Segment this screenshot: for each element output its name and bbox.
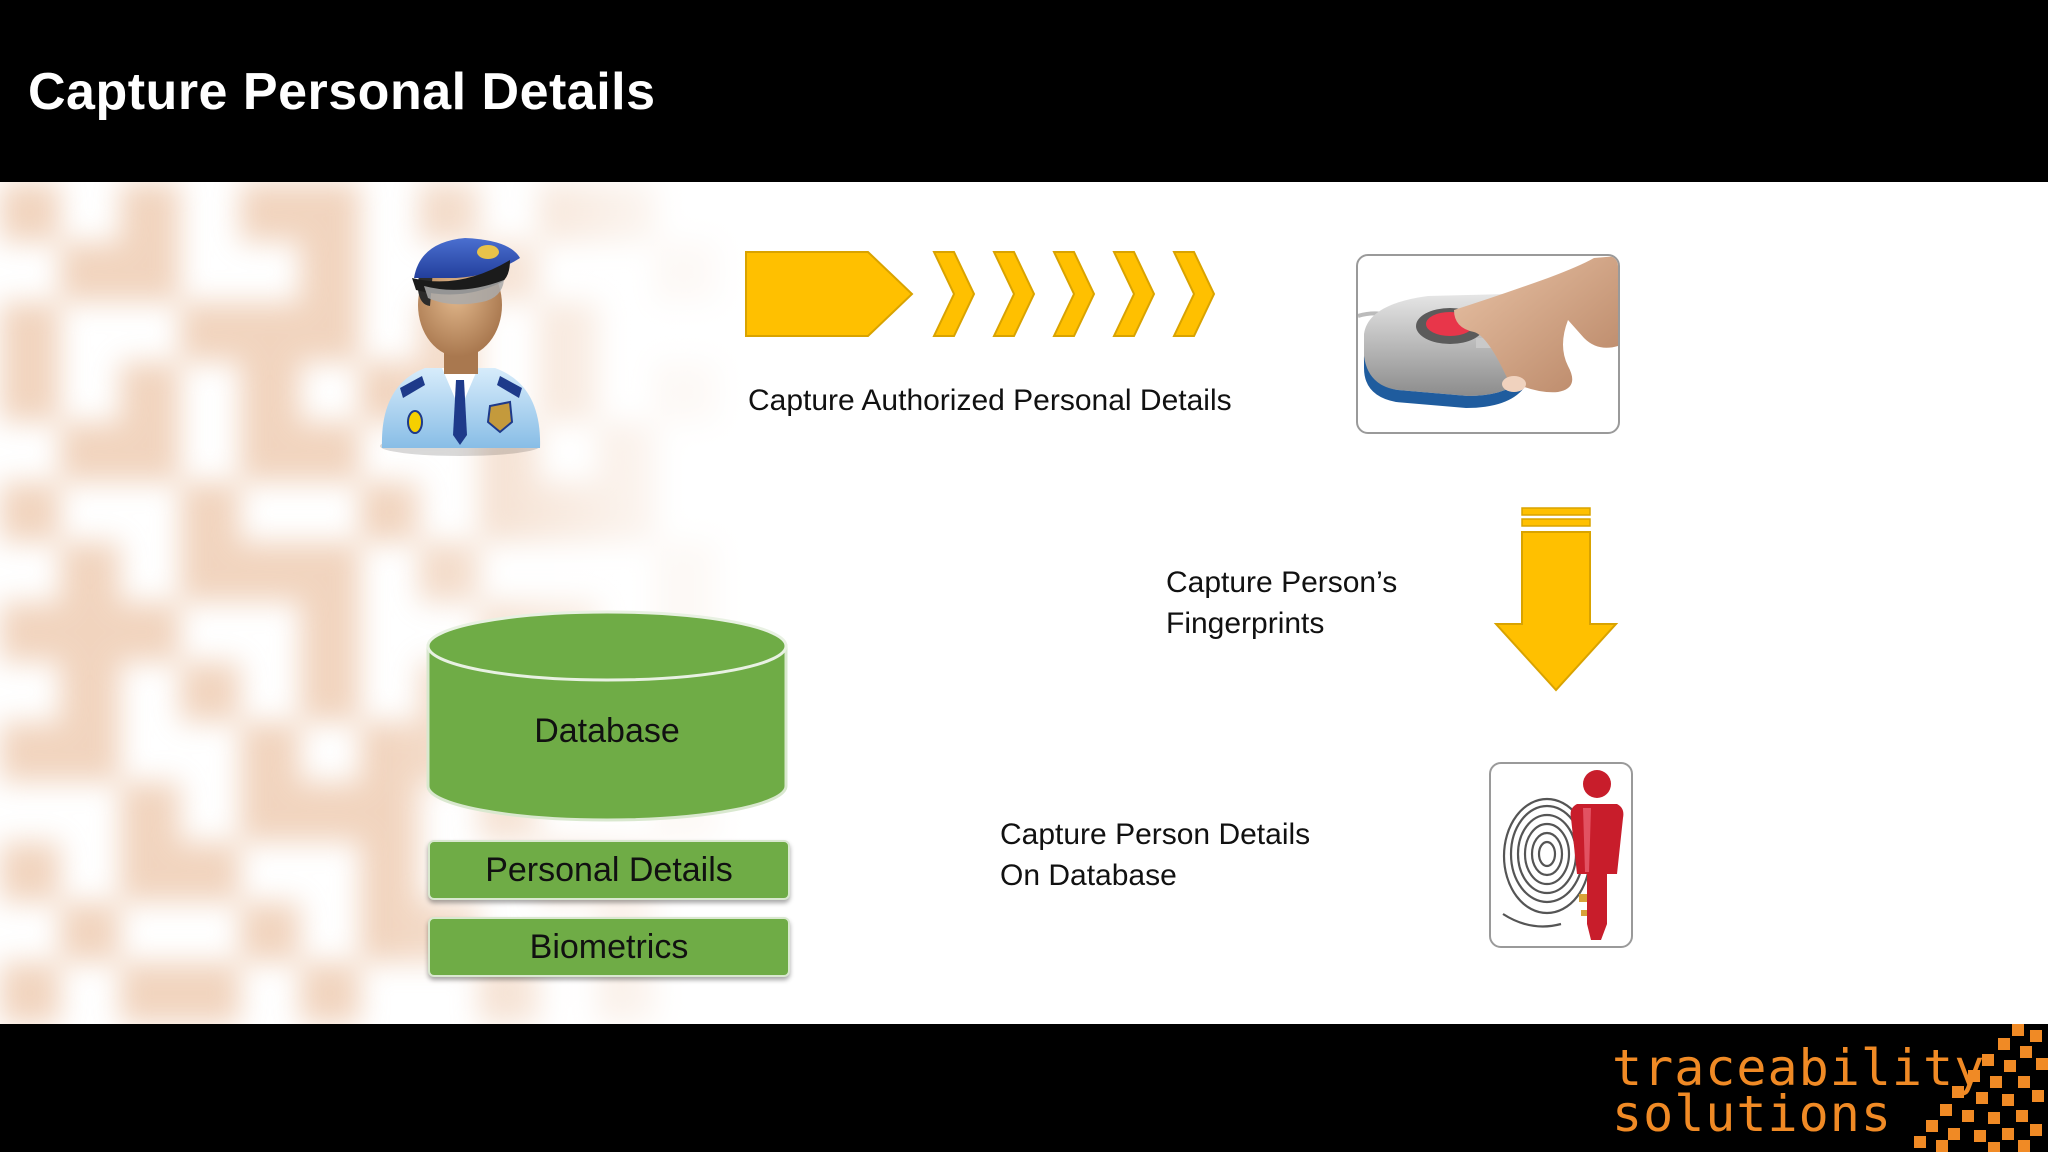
process-arrow-icon: [745, 251, 914, 337]
logo-pattern-icon: [1914, 1024, 2048, 1152]
slide-header: Capture Personal Details: [0, 0, 2048, 182]
step-capture-authorized: Capture Authorized Personal Details: [748, 384, 1232, 417]
database-label: Database: [534, 712, 680, 750]
step-capture-database: Capture Person Details On Database: [1000, 814, 1310, 896]
step-capture-database-line2: On Database: [1000, 859, 1177, 892]
logo-text-line2: solutions: [1612, 1085, 1892, 1143]
database-cylinder-icon: [426, 610, 788, 822]
chevron-arrow-icon: [1052, 251, 1096, 337]
slide-body: Capture Authorized Personal Details Capt…: [0, 182, 2048, 1024]
security-guard-icon: [380, 238, 541, 456]
slide-footer: traceability solutions: [0, 1024, 2048, 1152]
fingerprint-key-photo: [1489, 762, 1633, 948]
logo-text-line1: traceability: [1612, 1039, 1986, 1097]
slide-title: Capture Personal Details: [28, 63, 656, 121]
fingerprint-key-icon: [1502, 770, 1624, 940]
step-capture-fingerprints-line2: Fingerprints: [1166, 607, 1325, 640]
database-record-personal-details: Personal Details: [428, 840, 790, 900]
down-arrow-icon: [1493, 507, 1619, 692]
fingerprint-scanner-photo: [1356, 254, 1620, 434]
chevron-arrow-icon: [932, 251, 976, 337]
step-capture-fingerprints: Capture Person’s Fingerprints: [1166, 562, 1397, 644]
chevron-arrow-icon: [992, 251, 1036, 337]
step-capture-database-line1: Capture Person Details: [1000, 818, 1311, 851]
fingerprint-scanner-icon: [1358, 256, 1618, 408]
database-record-biometrics: Biometrics: [428, 917, 790, 977]
step-capture-fingerprints-line1: Capture Person’s: [1166, 566, 1398, 599]
chevron-arrow-icon: [1172, 251, 1216, 337]
chevron-arrow-icon: [1112, 251, 1156, 337]
